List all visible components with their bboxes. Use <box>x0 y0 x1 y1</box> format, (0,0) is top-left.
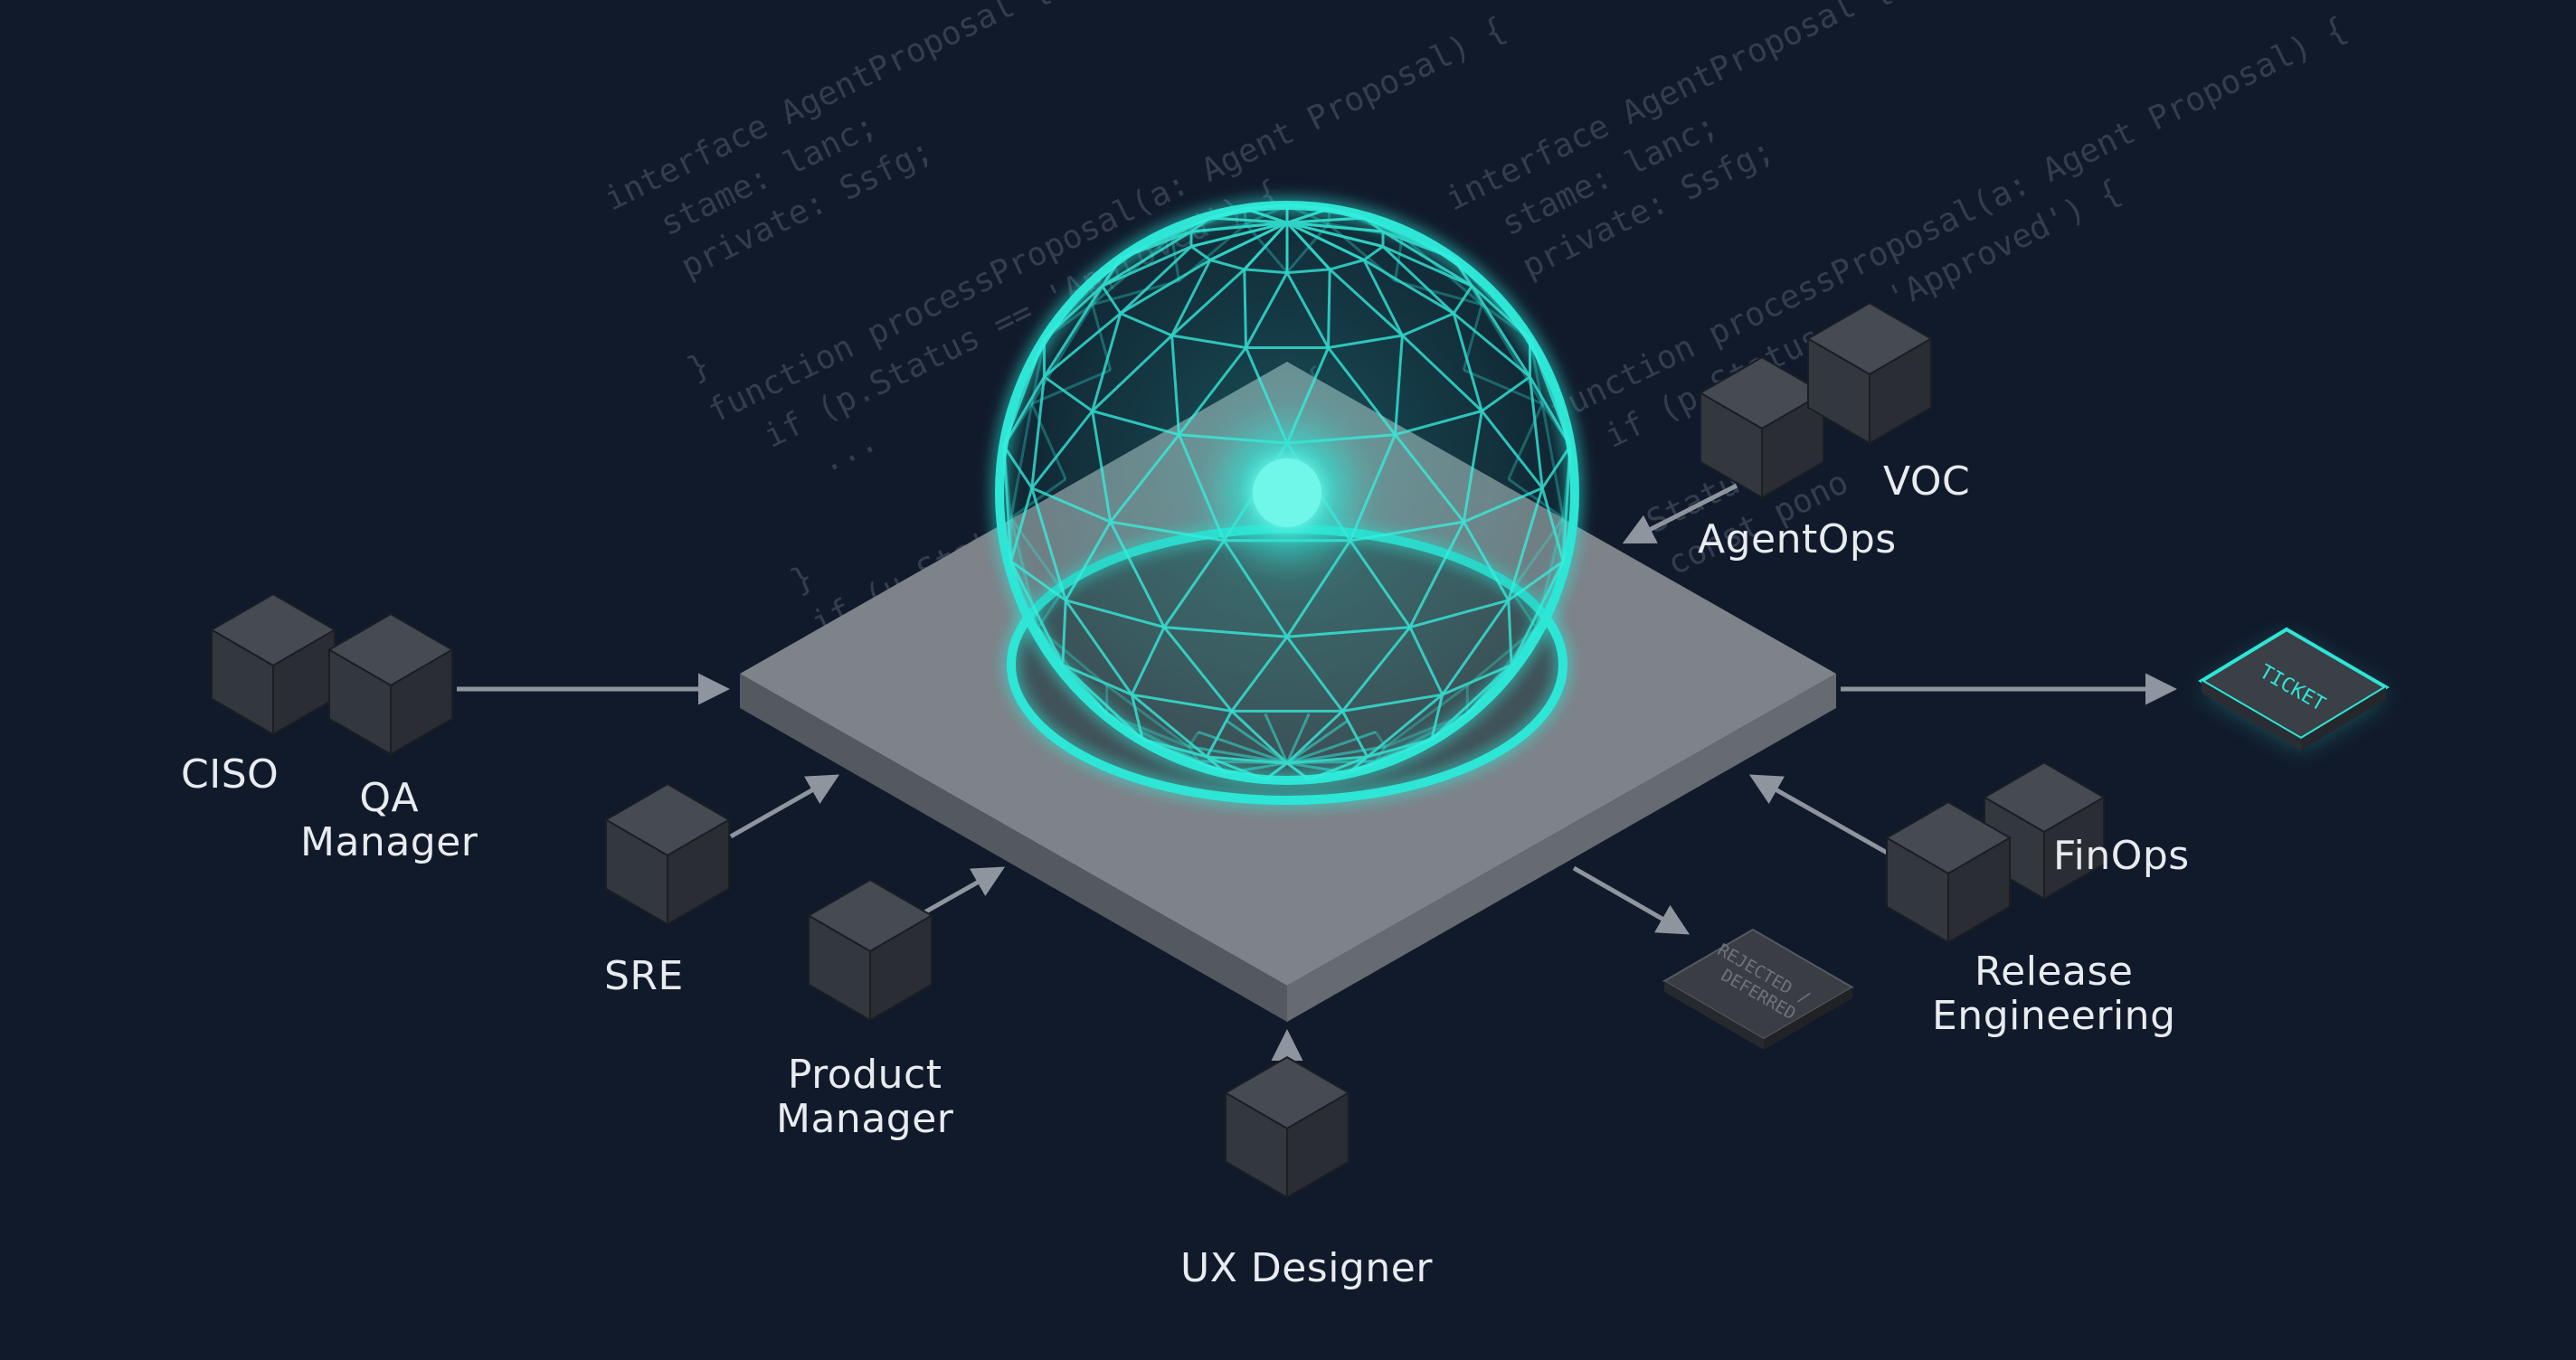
label-ux-designer: UX Designer <box>1180 1245 1433 1291</box>
cube-finops <box>1983 761 2106 901</box>
platform-right-side <box>1287 674 1836 1022</box>
cube-sre <box>604 782 731 926</box>
label-voc: VOC <box>1883 458 1971 505</box>
cube-agentops <box>1699 355 1825 499</box>
label-finops: FinOps <box>2053 833 2190 879</box>
arrow-agentops-to-platform <box>1622 483 1738 544</box>
cube-release-engineering <box>1885 800 2012 944</box>
cube-product-manager <box>807 878 933 1022</box>
arrow-platform-to-rejected <box>1572 865 1690 935</box>
platform-left-side <box>740 674 1287 1022</box>
core-node <box>1253 458 1321 527</box>
label-product-manager-line2: Manager <box>776 1096 954 1143</box>
label-release-engineering-line1: Release <box>1975 949 2134 995</box>
ticket-output: TICKET <box>2198 627 2390 751</box>
label-ciso: CISO <box>181 751 279 798</box>
label-release-engineering-line2: Engineering <box>1932 993 2176 1040</box>
cube-ux-designer <box>1224 1055 1350 1199</box>
arrow-sre-to-platform <box>729 774 840 839</box>
cube-voc <box>1806 301 1933 445</box>
cube-ciso <box>210 592 336 736</box>
label-qa-manager-line2: Manager <box>300 819 478 866</box>
wireframe-sphere <box>995 201 1579 785</box>
rejected-output: REJECTED / DEFERRED <box>1662 928 1854 1050</box>
label-product-manager: Product Manager <box>776 1053 953 1142</box>
label-qa-manager-line1: QA <box>359 775 420 821</box>
arrow-release-to-platform <box>1748 774 1890 856</box>
label-product-manager-line1: Product <box>787 1052 942 1098</box>
label-agentops: AgentOps <box>1698 516 1897 562</box>
cube-qa-manager <box>327 612 454 756</box>
arrow-pm-to-platform <box>910 866 1006 922</box>
label-release-engineering: Release Engineering <box>1932 949 2176 1039</box>
label-sre: SRE <box>604 953 684 999</box>
label-qa-manager: QA Manager <box>300 776 478 865</box>
